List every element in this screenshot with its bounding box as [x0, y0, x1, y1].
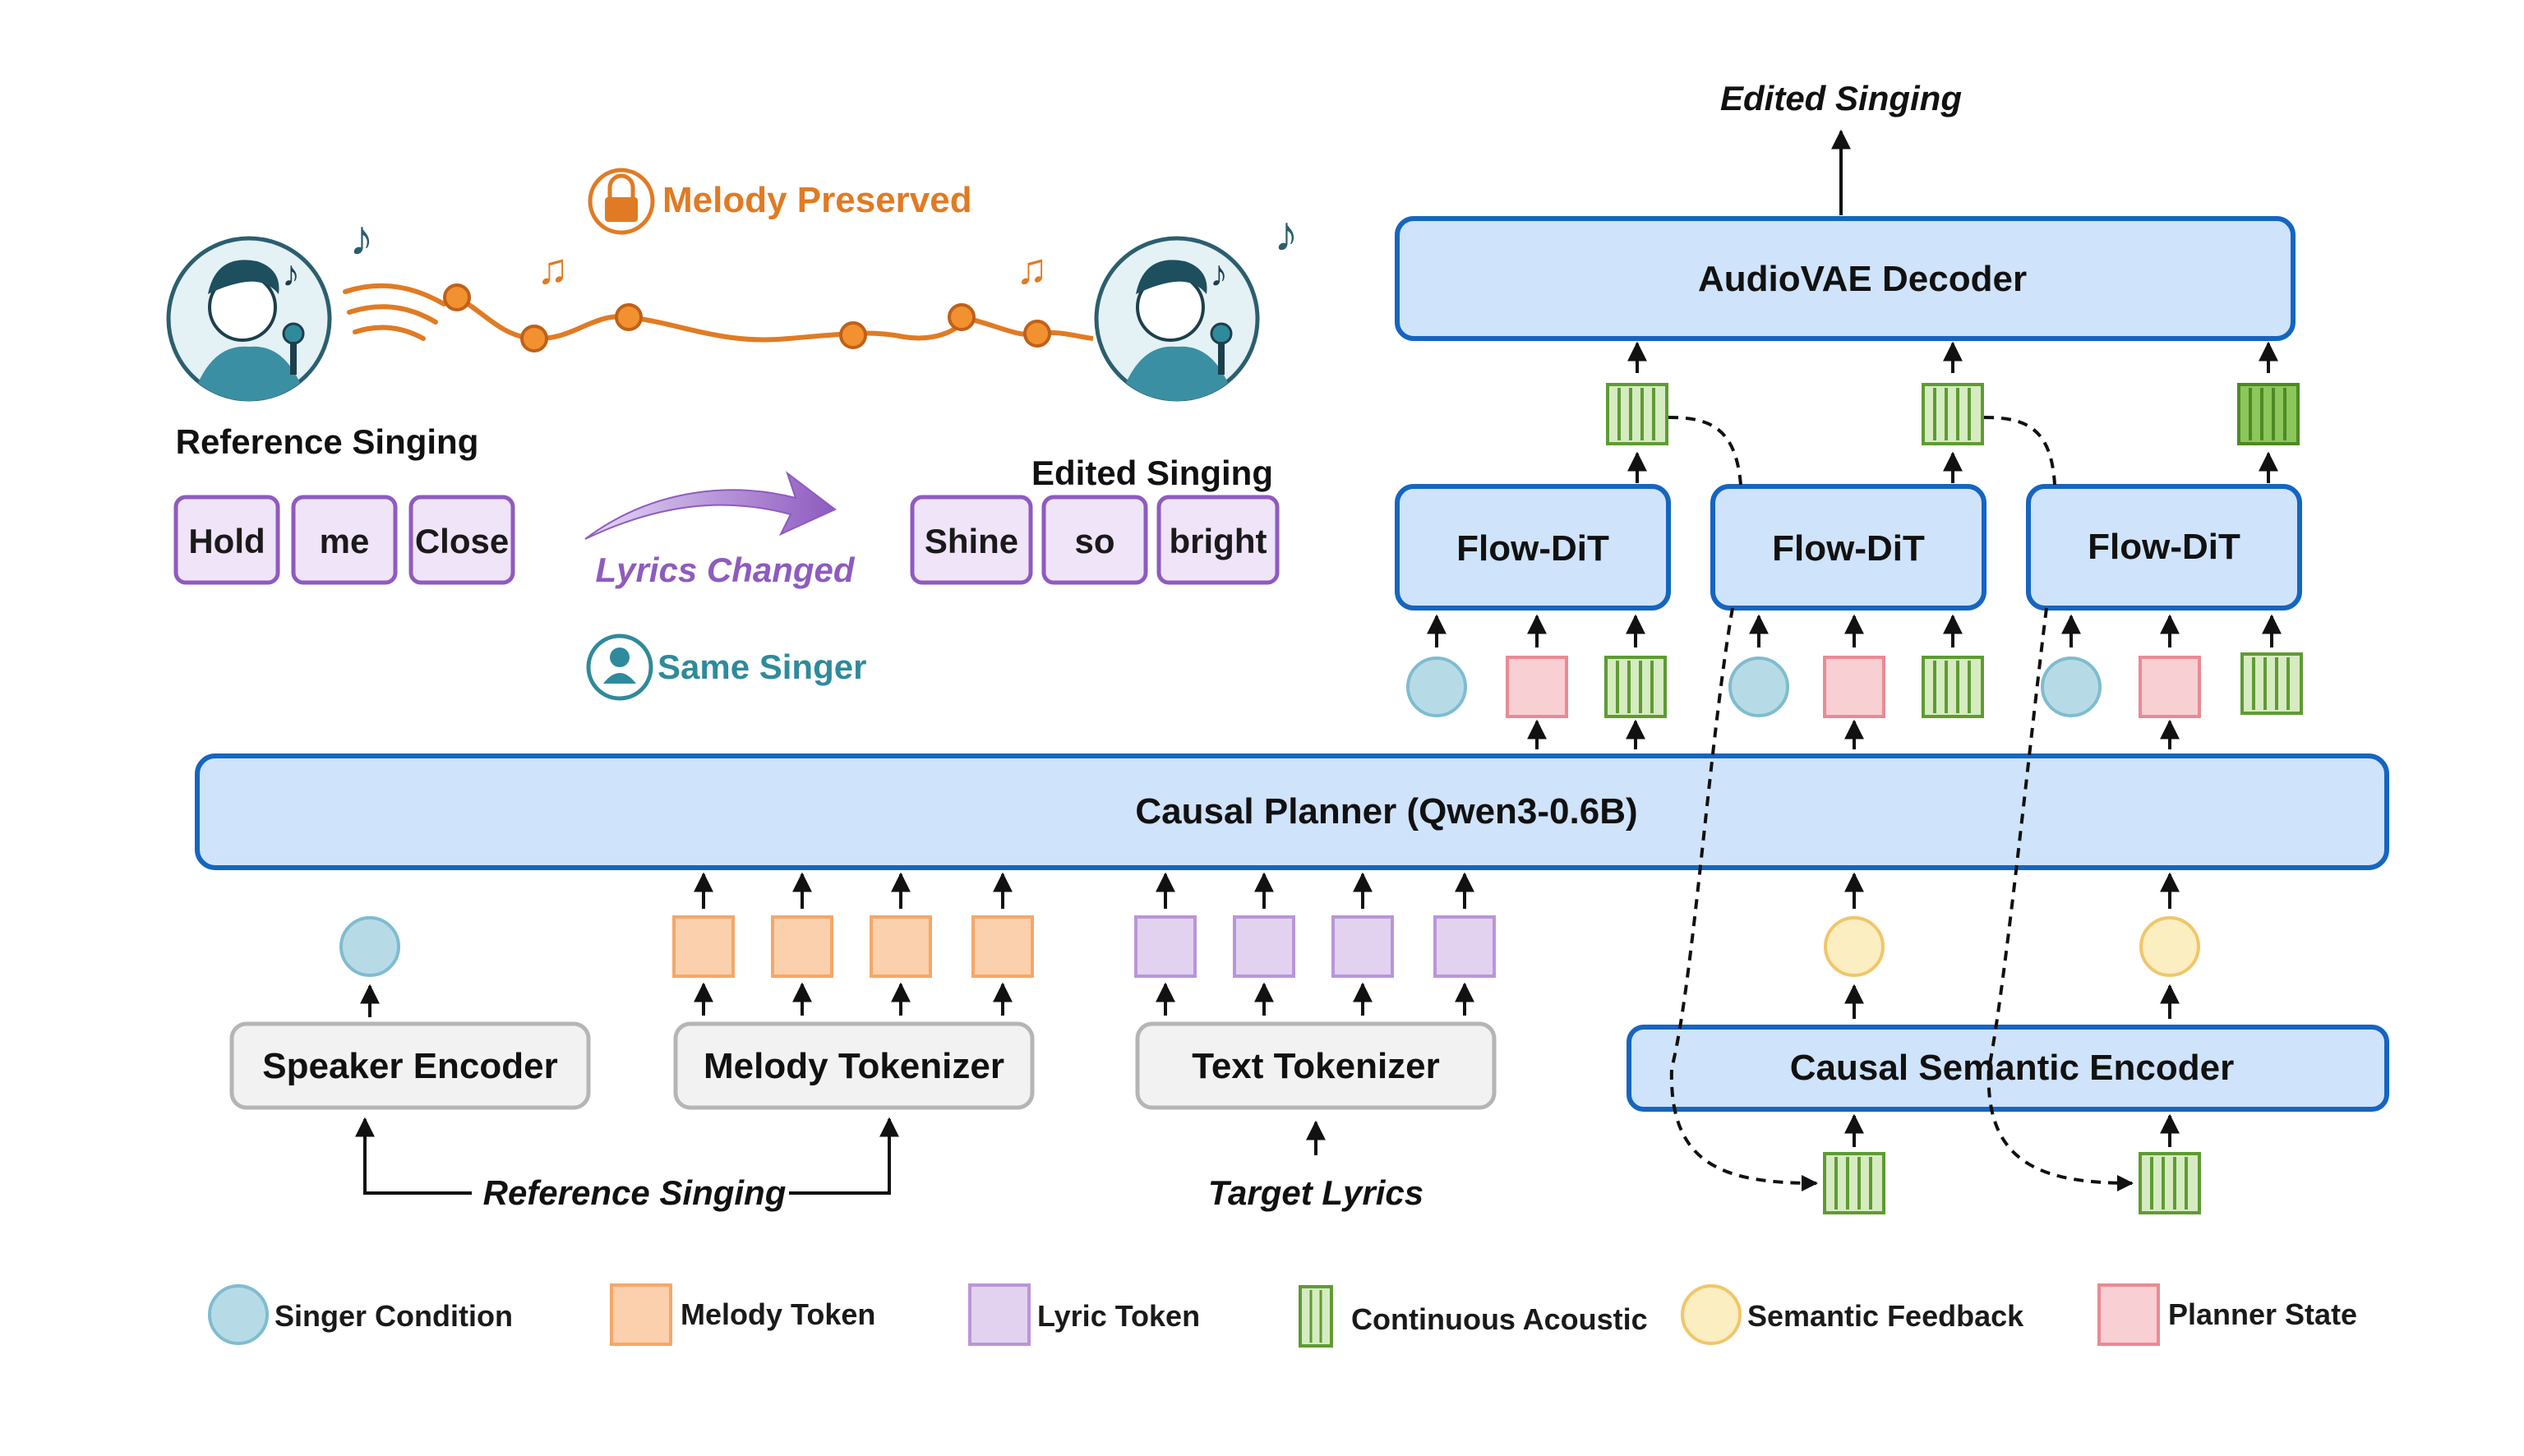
- reference-singing-input-label: Reference Singing: [483, 1173, 787, 1212]
- music-note-icon: ♫: [537, 246, 569, 293]
- melody-token-swatch: [610, 1283, 672, 1346]
- tokenizer-output-arrows: [694, 982, 2180, 1019]
- text-tokenizer-block: Text Tokenizer: [1135, 1021, 1497, 1110]
- semantic-feedback-token: [1824, 916, 1885, 977]
- feedback-dashed-lines: [1668, 416, 2134, 1191]
- legend-item-lyric-token: Lyric Token: [968, 1283, 1200, 1346]
- music-note-icon: ♪: [1274, 206, 1299, 261]
- semantic-feedback-swatch: [1681, 1284, 1742, 1345]
- singer-condition-swatch: [208, 1284, 269, 1345]
- flow-dit-block: Flow-DiT: [2026, 484, 2302, 611]
- reference-word-box: Hold: [173, 495, 280, 585]
- decoder-input-arrows: [1627, 341, 2278, 373]
- acoustic-output-tile: [2237, 383, 2300, 445]
- svg-text:Lyric Token: Lyric Token: [1037, 1299, 1200, 1333]
- planner-input-arrows: [694, 872, 2180, 909]
- melody-preserved-badge: Melody Preserved: [588, 168, 972, 235]
- legend-item-semantic-feedback: Semantic Feedback: [1681, 1284, 2024, 1345]
- reference-word-box: Close: [408, 495, 515, 585]
- music-note-icon: ♫: [1016, 246, 1048, 293]
- svg-text:so: so: [1074, 522, 1114, 560]
- flowdit-output-arrows: [1627, 451, 2278, 483]
- edited-singing-output-label: Edited Singing: [1720, 79, 1962, 117]
- svg-text:Melody Token: Melody Token: [681, 1297, 875, 1331]
- svg-text:bright: bright: [1170, 522, 1267, 560]
- lock-icon: [588, 168, 655, 235]
- edited-singer-avatar-icon: [1096, 238, 1257, 401]
- edited-word-box: so: [1041, 495, 1148, 585]
- svg-text:Causal Semantic Encoder: Causal Semantic Encoder: [1790, 1048, 2234, 1088]
- singer-condition-token: [1728, 657, 1789, 717]
- legend: Singer Condition Melody Token Lyric Toke…: [208, 1283, 2357, 1348]
- semantic-encoder-input-arrows: [1844, 1113, 2180, 1147]
- legend-item-melody-token: Melody Token: [610, 1283, 875, 1346]
- singer-condition-token: [1406, 657, 1467, 717]
- reference-singer-avatar-icon: [168, 238, 330, 401]
- svg-text:Flow-DiT: Flow-DiT: [2088, 527, 2240, 567]
- reference-word-box: me: [291, 495, 398, 585]
- reference-singing-caption: Reference Singing: [176, 422, 479, 461]
- planner-state-token: [1506, 656, 1568, 718]
- acoustic-input-tile: [1922, 656, 1984, 718]
- svg-text:Flow-DiT: Flow-DiT: [1456, 528, 1609, 569]
- flow-dit-block: Flow-DiT: [1710, 484, 1986, 611]
- planner-output-arrows: [1527, 719, 2180, 749]
- planner-state-token: [1823, 656, 1885, 718]
- svg-text:me: me: [320, 522, 370, 560]
- singer-condition-token: [339, 916, 400, 977]
- edited-singing-caption: Edited Singing: [1031, 454, 1273, 492]
- melody-tokenizer-block: Melody Tokenizer: [673, 1021, 1035, 1110]
- music-note-icon: ♪: [349, 210, 374, 265]
- lyric-token-swatch: [968, 1283, 1031, 1346]
- lyrics-changed-label: Lyrics Changed: [595, 551, 855, 589]
- same-singer-badge: Same Singer: [586, 634, 866, 701]
- acoustic-feedback-tile: [2139, 1152, 2201, 1214]
- causal-semantic-encoder-block: Causal Semantic Encoder: [1627, 1025, 2389, 1112]
- acoustic-output-tile: [1922, 383, 1984, 445]
- melody-preserved-label: Melody Preserved: [662, 180, 972, 220]
- lyric-token-row: [1134, 915, 1496, 978]
- continuous-acoustic-swatch: [1299, 1285, 1333, 1348]
- audiovae-decoder-block: AudioVAE Decoder: [1395, 216, 2296, 341]
- svg-text:Melody Tokenizer: Melody Tokenizer: [704, 1046, 1004, 1086]
- edited-word-box: Shine: [910, 495, 1033, 585]
- sound-waves: [343, 283, 446, 341]
- flow-dit-block: Flow-DiT: [1395, 484, 1671, 611]
- reference-input-connector: [355, 1117, 899, 1195]
- legend-item-planner-state: Planner State: [2097, 1283, 2357, 1346]
- svg-text:Shine: Shine: [925, 522, 1018, 560]
- svg-text:Continuous Acoustic: Continuous Acoustic: [1351, 1302, 1648, 1336]
- svg-text:Causal Planner (Qwen3-0.6B): Causal Planner (Qwen3-0.6B): [1135, 791, 1637, 832]
- person-icon: [586, 634, 653, 701]
- melody-curve: [443, 283, 1094, 352]
- acoustic-input-tile: [2240, 652, 2303, 715]
- svg-text:AudioVAE Decoder: AudioVAE Decoder: [1698, 259, 2027, 299]
- acoustic-output-tile: [1606, 383, 1668, 445]
- acoustic-input-tile: [1604, 656, 1667, 718]
- planner-state-token: [2139, 656, 2201, 718]
- singer-condition-token: [2041, 657, 2102, 717]
- svg-text:Hold: Hold: [188, 522, 265, 560]
- causal-planner-block: Causal Planner (Qwen3-0.6B): [195, 753, 2389, 870]
- curved-arrow-icon: [584, 471, 837, 540]
- flowdit-input-arrows: [1427, 614, 2282, 647]
- svg-text:Close: Close: [415, 522, 509, 560]
- svg-text:Text Tokenizer: Text Tokenizer: [1192, 1046, 1440, 1086]
- svg-text:Singer Condition: Singer Condition: [275, 1299, 513, 1333]
- planner-state-swatch: [2097, 1283, 2160, 1346]
- target-lyrics-label: Target Lyrics: [1208, 1173, 1423, 1212]
- svg-text:Speaker Encoder: Speaker Encoder: [262, 1046, 558, 1086]
- edited-word-box: bright: [1156, 495, 1280, 585]
- svg-text:Semantic Feedback: Semantic Feedback: [1747, 1299, 2024, 1333]
- speaker-encoder-block: Speaker Encoder: [229, 1021, 591, 1110]
- svg-text:Planner State: Planner State: [2168, 1297, 2357, 1331]
- legend-item-continuous-acoustic: Continuous Acoustic: [1299, 1285, 1648, 1348]
- legend-item-singer-condition: Singer Condition: [208, 1284, 513, 1345]
- svg-text:Flow-DiT: Flow-DiT: [1772, 528, 1925, 569]
- acoustic-feedback-tile: [1823, 1152, 1885, 1214]
- same-singer-label: Same Singer: [658, 647, 866, 686]
- melody-token-row: [672, 915, 1034, 978]
- semantic-feedback-token: [2139, 916, 2200, 977]
